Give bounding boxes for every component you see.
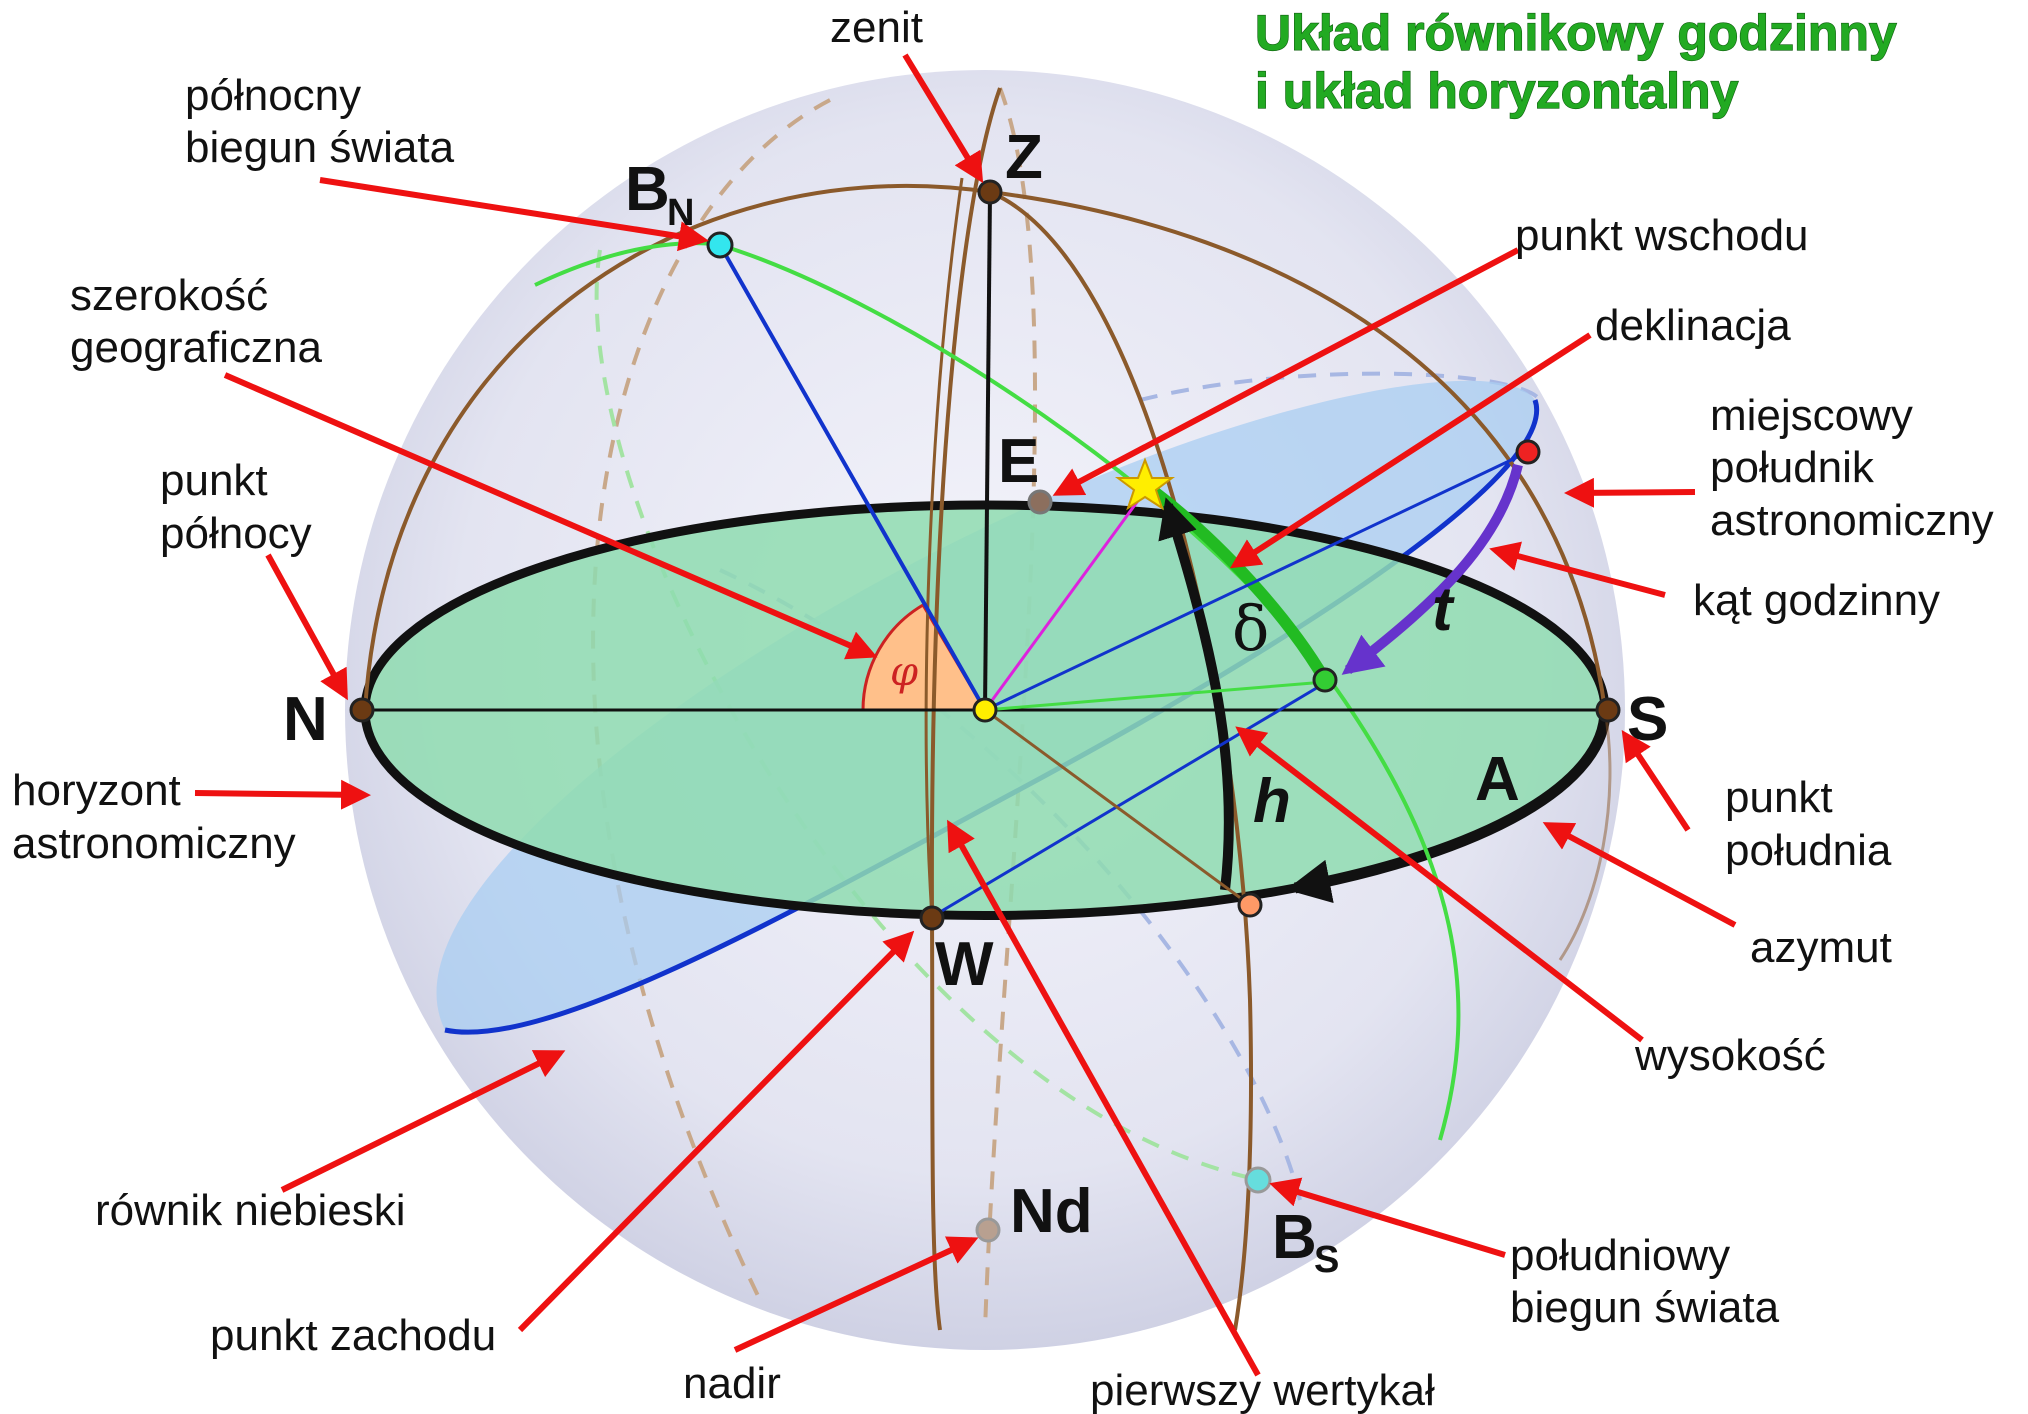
azimuth-arc	[1286, 709, 1611, 904]
nadir-letter: Nd	[1010, 1177, 1093, 1246]
azimuth-letter: A	[1475, 745, 1520, 814]
label-punkt-poludnia-2: południa	[1725, 826, 1892, 875]
label-punkt-wschodu: punkt wschodu	[1515, 211, 1809, 260]
arrow-east	[1052, 247, 1520, 496]
equator-west-line	[929, 678, 1331, 920]
hour-angle-arc	[1341, 463, 1523, 675]
arrow-hour-angle	[1489, 541, 1666, 598]
north-pole-letter: B	[625, 155, 670, 224]
zenith-line	[983, 191, 992, 711]
equator-radius	[984, 450, 1529, 712]
label-polnocny-1: północny	[185, 71, 361, 120]
north-pole-point	[706, 231, 734, 259]
label-punkt-poludnia-1: punkt	[1725, 773, 1833, 822]
arrow-south-point	[1621, 729, 1691, 832]
arrow-declination	[1229, 332, 1592, 569]
arrow-equator	[280, 1050, 566, 1193]
west-point	[919, 905, 945, 931]
south-pole-point	[1244, 1166, 1272, 1194]
label-punkt-polnocy-2: północy	[160, 509, 312, 558]
east-point	[1027, 489, 1053, 515]
observer-point	[972, 697, 998, 723]
azimuth-line	[984, 708, 1251, 907]
point-markers	[349, 179, 1621, 1243]
horizon-outline-front	[360, 709, 1296, 920]
prime-vertical	[929, 87, 1002, 1331]
north-letter: N	[283, 685, 328, 754]
label-poludniowy-1: południowy	[1510, 1231, 1730, 1280]
north-pole-subscript: N	[667, 192, 694, 234]
arrow-horizon	[194, 779, 371, 810]
altitude-symbol: h	[1253, 767, 1291, 836]
local-meridian-lower	[1558, 709, 1612, 961]
arrow-latitude	[223, 372, 878, 660]
latitude-symbol: φ	[890, 649, 918, 695]
latitude-angle-sector	[861, 602, 988, 712]
label-poludnik-2: południk	[1710, 443, 1875, 492]
arrow-nadir	[733, 1236, 979, 1353]
zenith-letter: Z	[1005, 123, 1043, 192]
arrow-zenit	[902, 53, 984, 184]
pointer-arrows	[194, 53, 1737, 1377]
south-letter: S	[1627, 685, 1668, 754]
label-szerokosc-1: szerokość	[70, 271, 268, 320]
arrow-west	[517, 930, 915, 1333]
label-deklinacja: deklinacja	[1595, 301, 1791, 350]
polar-axis	[718, 244, 987, 711]
star-vertical-circle	[989, 190, 1253, 1331]
arrow-altitude	[1235, 726, 1644, 1043]
title-line-2: i układ horyzontalny	[1255, 63, 1739, 119]
altitude-arc	[1158, 497, 1234, 891]
arrow-south-pole	[1269, 1177, 1506, 1258]
west-letter: W	[935, 930, 994, 999]
label-polnocny-2: biegun świata	[185, 123, 455, 172]
label-poludnik-3: astronomiczny	[1710, 496, 1994, 545]
arrow-north-pole	[319, 177, 709, 252]
nadir-point	[975, 1217, 1001, 1243]
north-point	[349, 697, 375, 723]
label-punkt-polnocy-1: punkt	[160, 456, 268, 505]
arrow-meridian	[1564, 477, 1696, 508]
declination-symbol: δ	[1232, 592, 1269, 665]
star-foot-point	[1237, 892, 1263, 918]
equator-foot-point	[1312, 667, 1338, 693]
label-szerokosc-2: geograficzna	[70, 323, 322, 372]
hour-angle-symbol: t	[1432, 575, 1455, 644]
south-pole-subscript: S	[1314, 1239, 1339, 1281]
label-horyzont-1: horyzont	[12, 766, 181, 815]
label-poludniowy-2: biegun świata	[1510, 1283, 1780, 1332]
prime-vertical-front	[924, 177, 964, 919]
star-icon	[1115, 457, 1175, 511]
label-azymut: azymut	[1750, 923, 1892, 972]
label-wysokosc: wysokość	[1634, 1031, 1826, 1080]
label-nadir: nadir	[683, 1359, 781, 1408]
label-zenit: zenit	[830, 3, 923, 52]
label-horyzont-2: astronomiczny	[12, 819, 296, 868]
label-pierwszy-wertykal: pierwszy wertykał	[1090, 1366, 1435, 1414]
hour-circle-foot-line	[984, 680, 1326, 712]
label-kat-godzinny: kąt godzinny	[1693, 576, 1940, 625]
star-line	[983, 486, 1150, 711]
label-punkt-zachodu: punkt zachodu	[210, 1311, 496, 1360]
south-point	[1595, 697, 1621, 723]
arrow-prime-vertical	[947, 819, 1261, 1377]
east-letter: E	[998, 427, 1039, 496]
meridian-equator-point	[1515, 439, 1541, 465]
zenith-point	[977, 179, 1003, 205]
title-line-1: Układ równikowy godzinny	[1255, 5, 1897, 61]
south-pole-letter: B	[1272, 1203, 1317, 1272]
label-rownik: równik niebieski	[95, 1186, 406, 1235]
arrow-azimuth	[1542, 822, 1737, 928]
label-poludnik-1: miejscowy	[1710, 391, 1913, 440]
arrow-north-point	[265, 553, 348, 701]
